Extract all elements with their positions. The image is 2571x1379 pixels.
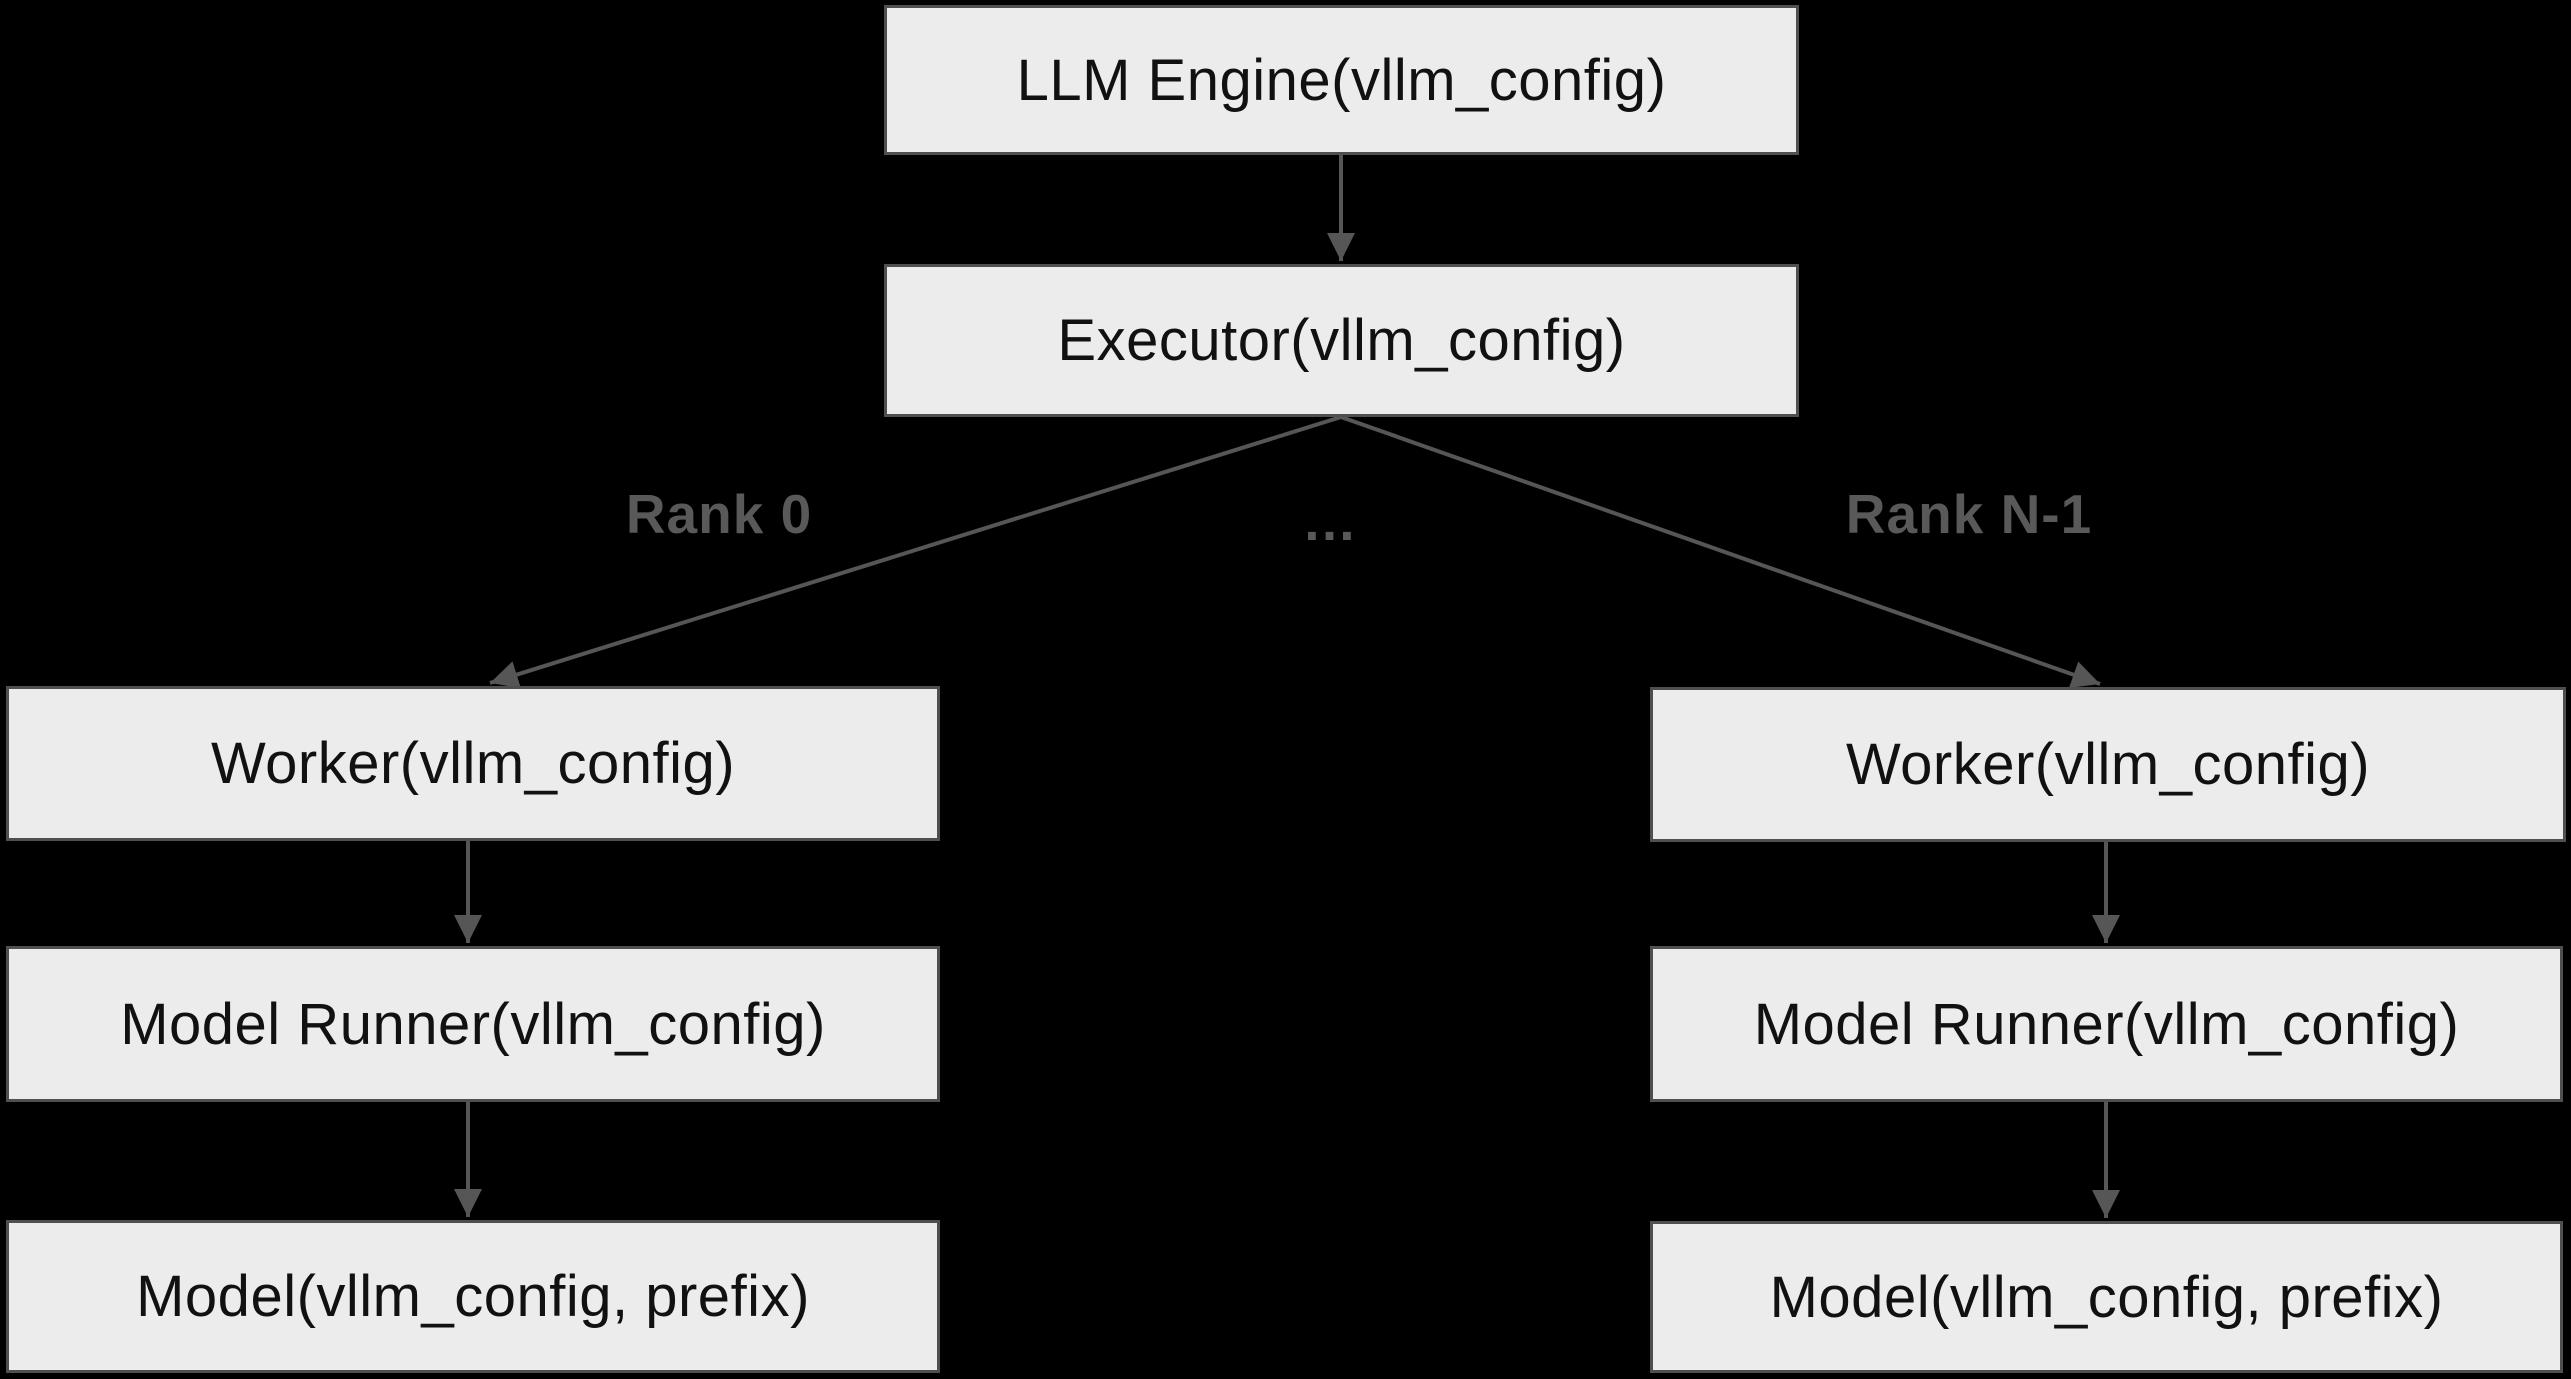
node-model-runner-rankn-label: Model Runner(vllm_config) [1753,991,2460,1057]
node-executor-label: Executor(vllm_config) [1057,308,1626,373]
node-model-rank0-label: Model(vllm_config, prefix) [136,1264,810,1329]
node-model-rankn: Model(vllm_config, prefix) [1650,1221,2563,1373]
node-worker-rank0-label: Worker(vllm_config) [210,731,736,796]
node-executor: Executor(vllm_config) [884,264,1799,417]
node-model-runner-rank0-label: Model Runner(vllm_config) [120,991,826,1057]
node-worker-rankn: Worker(vllm_config) [1650,687,2566,842]
node-model-rank0: Model(vllm_config, prefix) [6,1220,940,1373]
node-model-rankn-label: Model(vllm_config, prefix) [1769,1264,2444,1330]
edge-label-rank-n-1: Rank N-1 [1845,483,2093,545]
node-model-runner-rank0: Model Runner(vllm_config) [6,946,940,1102]
node-worker-rankn-label: Worker(vllm_config) [1845,732,2371,797]
edge-executor-worker0 [489,415,1342,689]
edge-label-rank-0: Rank 0 [625,483,813,545]
node-llm-engine-label: LLM Engine(vllm_config) [1016,47,1667,113]
edge-executor-workern [1340,415,2101,688]
node-model-runner-rankn: Model Runner(vllm_config) [1650,946,2563,1102]
edge-label-ellipsis: … [1302,490,1358,552]
node-worker-rank0: Worker(vllm_config) [6,686,940,841]
node-llm-engine: LLM Engine(vllm_config) [884,5,1799,155]
